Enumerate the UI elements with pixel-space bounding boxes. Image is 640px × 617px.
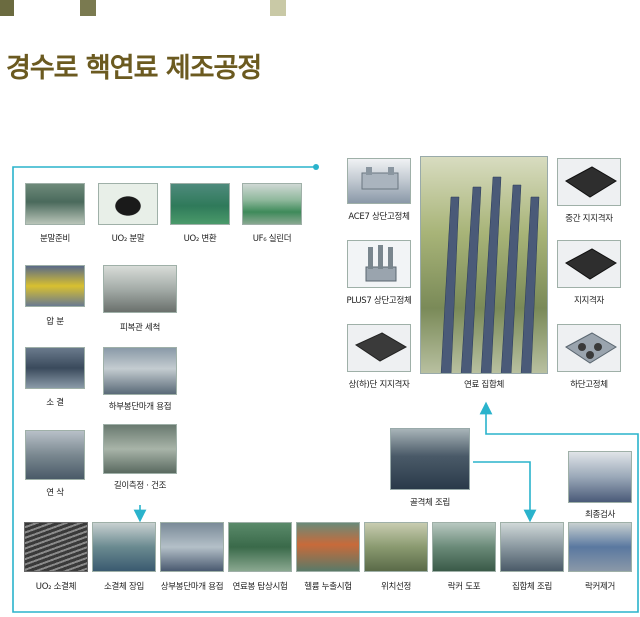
label-grid: 지지격자 (573, 296, 605, 306)
sintering-photo (25, 347, 85, 389)
label-plus7-top-nozzle: PLUS7 상단고정체 (346, 296, 412, 306)
uo2-powder-photo (98, 183, 158, 225)
pellet-loading-photo (92, 522, 156, 572)
ace7-top-nozzle-photo (347, 158, 411, 204)
label-upper-lower-grid: 상(하)단 지지격자 (348, 380, 410, 390)
uo2-pellet-photo (24, 522, 88, 572)
flow-line-skeleton-to-assembly (473, 461, 537, 523)
label-ace7-top-nozzle: ACE7 상단고정체 (348, 212, 410, 222)
label-length-measure-drying: 길이측정 · 건조 (113, 481, 167, 491)
lacquer-removal-photo (568, 522, 632, 572)
nozzle-icon (565, 332, 617, 364)
pressing-photo (25, 265, 85, 307)
length-measure-drying-photo (103, 424, 177, 474)
label-helium-leak-test: 헬륨 누출시험 (304, 582, 352, 592)
final-inspection-photo (568, 451, 632, 503)
label-pressing: 압 분 (46, 317, 64, 327)
label-lacquer-coating: 락커 도포 (447, 582, 481, 592)
flow-start-dot (313, 164, 319, 170)
label-skeleton-assembly: 골격체 조립 (409, 498, 450, 508)
label-uf6-cylinder: UF₆ 실린더 (252, 234, 292, 244)
mid-grid-photo (557, 158, 621, 206)
label-upper-endplug-welding: 상부봉단마개 용접 (160, 582, 224, 592)
label-assembly: 집합체 조립 (511, 582, 552, 592)
header-decor-block (270, 0, 286, 16)
label-lacquer-removal: 락커제거 (584, 582, 616, 592)
label-rod-inspection: 연료봉 탐상시험 (232, 582, 288, 592)
label-pellet-loading: 소결체 장입 (103, 582, 144, 592)
nozzle-icon (361, 167, 399, 190)
upper-lower-grid-photo (347, 324, 411, 372)
label-powder-prep: 분말준비 (39, 234, 71, 244)
label-uo2-pellet: UO₂ 소결체 (35, 582, 77, 592)
rod-inspection-photo (228, 522, 292, 572)
label-sintering: 소 결 (46, 398, 64, 408)
label-lower-endplug-welding: 하부봉단마개 용접 (108, 402, 172, 412)
label-fuel-assembly: 연료 집합체 (463, 380, 504, 390)
lower-endplug-welding-photo (103, 347, 177, 395)
cladding-cleaning-photo (103, 265, 177, 313)
assembly-photo (500, 522, 564, 572)
label-final-inspection: 최종검사 (584, 510, 616, 520)
uo2-conversion-photo (170, 183, 230, 225)
lacquer-coating-photo (432, 522, 496, 572)
label-mid-grid: 중간 지지격자 (565, 214, 613, 224)
header-decor-block (80, 0, 96, 16)
grid-photo (557, 240, 621, 288)
powder-prep-photo (25, 183, 85, 225)
fuel-assembly-photo (420, 156, 548, 374)
label-cladding-cleaning: 피복관 세척 (119, 323, 160, 333)
uf6-cylinder-photo (242, 183, 302, 225)
grid-icon (565, 248, 617, 280)
header-decor-block (0, 0, 14, 16)
grid-icon (354, 332, 408, 362)
skeleton-assembly-photo (390, 428, 470, 490)
nozzle-icon (365, 245, 397, 282)
label-grinding: 연 삭 (46, 488, 64, 498)
plus7-top-nozzle-photo (347, 240, 411, 288)
label-position-check: 위치선정 (380, 582, 412, 592)
bottom-nozzle-photo (557, 324, 621, 372)
helium-leak-test-photo (296, 522, 360, 572)
label-uo2-conversion: UO₂ 변환 (183, 234, 217, 244)
flow-line-outer-loop (12, 166, 639, 613)
upper-endplug-welding-photo (160, 522, 224, 572)
label-bottom-nozzle: 하단고정체 (570, 380, 608, 390)
page-title: 경수로 핵연료 제조공정 (6, 53, 262, 84)
fuel-rods-illustration (440, 176, 540, 373)
grid-icon (565, 166, 617, 198)
grinding-photo (25, 430, 85, 480)
label-uo2-powder: UO₂ 분말 (111, 234, 145, 244)
position-check-photo (364, 522, 428, 572)
